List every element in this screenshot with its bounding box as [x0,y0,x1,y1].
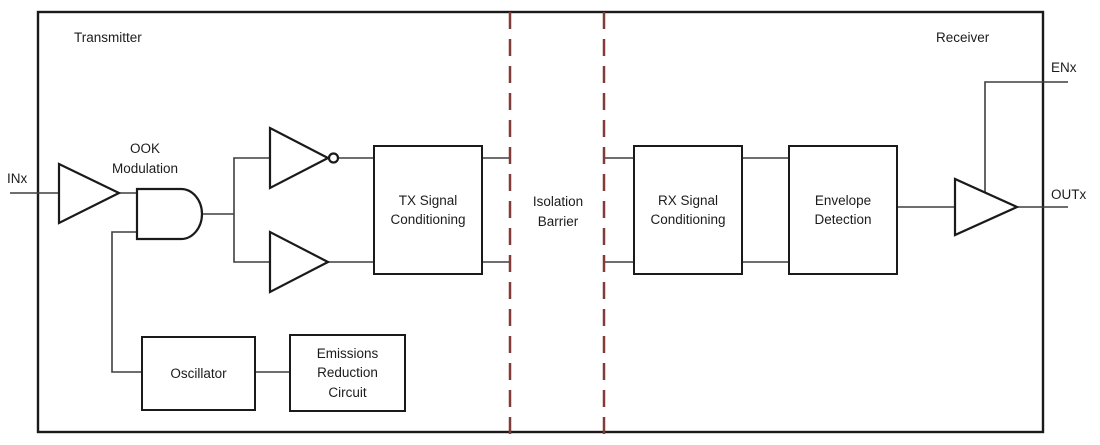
tx-signal-conditioning-block: TX Signal Conditioning [373,145,483,275]
output-buffer-icon [953,177,1020,237]
logic-symbols [57,126,1020,294]
tx-block-line1: TX Signal [398,192,458,208]
ook-modulation-label: OOK Modulation [95,139,195,178]
ook-modulation-line2: Modulation [111,160,179,176]
receiver-label: Receiver [936,30,990,45]
emissions-block-line3: Circuit [328,384,367,400]
drive-buffer-icon [268,230,331,294]
emissions-reduction-block: Emissions Reduction Circuit [289,334,406,412]
inverter-bubble-icon [327,152,340,164]
input-buffer-icon [57,162,122,225]
oscillator-block: Oscillator [141,336,256,411]
pin-enx-label: ENx [1051,60,1077,75]
rx-block-line1: RX Signal [657,192,719,208]
wire-oscillator-to-and [111,231,141,373]
and-gate-icon [135,187,204,241]
inverter-icon [268,126,331,190]
chip-outline [36,10,1045,434]
envelope-block-line2: Detection [814,212,872,227]
pin-outx-label: OUTx [1051,187,1087,202]
rx-signal-conditioning-block: RX Signal Conditioning [633,145,743,275]
tx-block-line2: Conditioning [390,212,466,227]
ook-modulation-line1: OOK [129,141,160,156]
emissions-block-line1: Emissions [316,345,379,361]
isolation-barrier-label: Isolation Barrier [512,192,604,231]
envelope-detection-block: Envelope Detection [788,145,898,275]
oscillator-block-line1: Oscillator [170,365,227,381]
rx-block-line2: Conditioning [650,212,726,227]
isolation-barrier-lines [508,12,606,437]
wire-enx [984,81,1068,198]
isolation-barrier-line2: Barrier [537,213,579,229]
envelope-block-line1: Envelope [814,192,872,208]
wire-split-to-buffers [233,157,270,263]
transmitter-label: Transmitter [74,30,142,45]
emissions-block-line2: Reduction [317,365,378,381]
isolation-barrier-line1: Isolation [532,194,584,209]
pin-inx-label: INx [7,171,28,186]
